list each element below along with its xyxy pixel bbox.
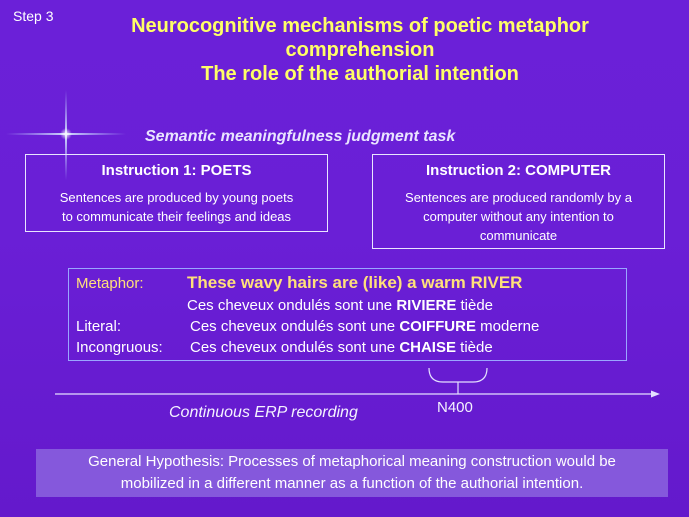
metaphor-french-keyword: RIVIERE — [396, 297, 457, 314]
incongruous-label: Incongruous: — [76, 339, 163, 356]
metaphor-english-sentence: These wavy hairs are (like) a warm RIVER — [187, 273, 523, 292]
metaphor-row: Metaphor: These wavy hairs are (like) a … — [76, 273, 522, 292]
instruction-1-heading: Instruction 1: POETS — [101, 162, 252, 179]
general-hypothesis-box: General Hypothesis: Processes of metapho… — [36, 449, 668, 497]
title-line-3: The role of the authorial intention — [201, 63, 519, 85]
sentence-examples-box: Metaphor: These wavy hairs are (like) a … — [68, 268, 627, 361]
literal-sentence: Ces cheveux ondulés sont une COIFFURE mo… — [190, 318, 539, 335]
n400-label: N400 — [437, 399, 473, 416]
hypothesis-line-2: mobilized in a different manner as a fun… — [120, 475, 584, 492]
incongruous-keyword: CHAISE — [399, 339, 456, 356]
n400-bracket — [428, 367, 488, 383]
metaphor-label: Metaphor: — [76, 275, 144, 292]
incongruous-after: tiède — [456, 339, 493, 356]
instruction-2-line-2: computer without any intention to — [423, 209, 614, 224]
hypothesis-line-1: General Hypothesis: Processes of metapho… — [88, 453, 616, 470]
instruction-1-body: Sentences are produced by young poets to… — [26, 188, 327, 226]
incongruous-sentence: Ces cheveux ondulés sont une CHAISE tièd… — [190, 339, 493, 356]
instruction-1-line-1: Sentences are produced by young poets — [59, 190, 294, 205]
incongruous-before: Ces cheveux ondulés sont une — [190, 339, 400, 356]
instruction-2-heading: Instruction 2: COMPUTER — [425, 162, 611, 179]
instruction-2-body: Sentences are produced randomly by a com… — [373, 188, 664, 245]
instruction-2-box: Instruction 2: COMPUTER Sentences are pr… — [372, 154, 665, 249]
instruction-2-line-1: Sentences are produced randomly by a — [405, 190, 632, 205]
instruction-2-line-3: communicate — [479, 228, 558, 243]
erp-recording-label: Continuous ERP recording — [169, 404, 358, 421]
instruction-1-box: Instruction 1: POETS Sentences are produ… — [25, 154, 328, 232]
erp-timeline — [55, 367, 660, 398]
title-line-2: comprehension — [285, 39, 435, 61]
step-label: Step 3 — [13, 8, 54, 24]
slide-title: Neurocognitive mechanisms of poetic meta… — [60, 14, 660, 86]
literal-before: Ces cheveux ondulés sont une — [190, 318, 400, 335]
literal-label: Literal: — [76, 318, 122, 335]
metaphor-french-after: tiède — [456, 297, 494, 314]
incongruous-row: Incongruous: Ces cheveux ondulés sont un… — [76, 339, 493, 356]
literal-keyword: COIFFURE — [399, 318, 476, 335]
literal-row: Literal: Ces cheveux ondulés sont une CO… — [76, 318, 539, 335]
title-line-1: Neurocognitive mechanisms of poetic meta… — [131, 15, 589, 37]
metaphor-french-row: Ces cheveux ondulés sont une RIVIERE tiè… — [187, 297, 493, 314]
task-label: Semantic meaningfulness judgment task — [145, 128, 456, 145]
instruction-1-line-2: to communicate their feelings and ideas — [61, 209, 292, 224]
literal-after: moderne — [475, 318, 540, 335]
metaphor-french-before: Ces cheveux ondulés sont une — [187, 297, 397, 314]
timeline-arrowhead — [651, 390, 660, 398]
